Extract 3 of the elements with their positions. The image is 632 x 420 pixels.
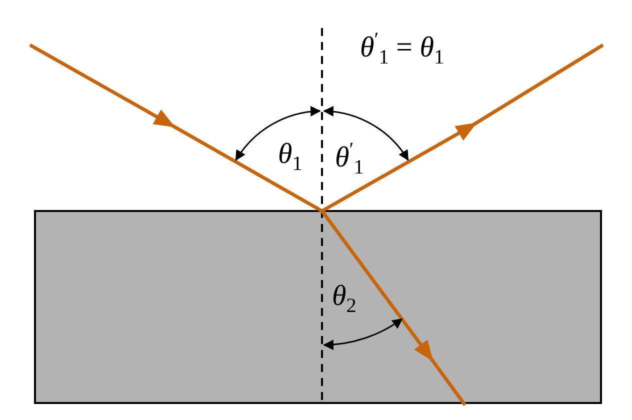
angle-label: θ$_{1}$ xyxy=(278,140,302,174)
angle-label: θ$_{2}$ xyxy=(332,282,356,316)
equation-label: θ$^{′}$$_{1}$ = θ$_{1}$ xyxy=(360,30,444,68)
